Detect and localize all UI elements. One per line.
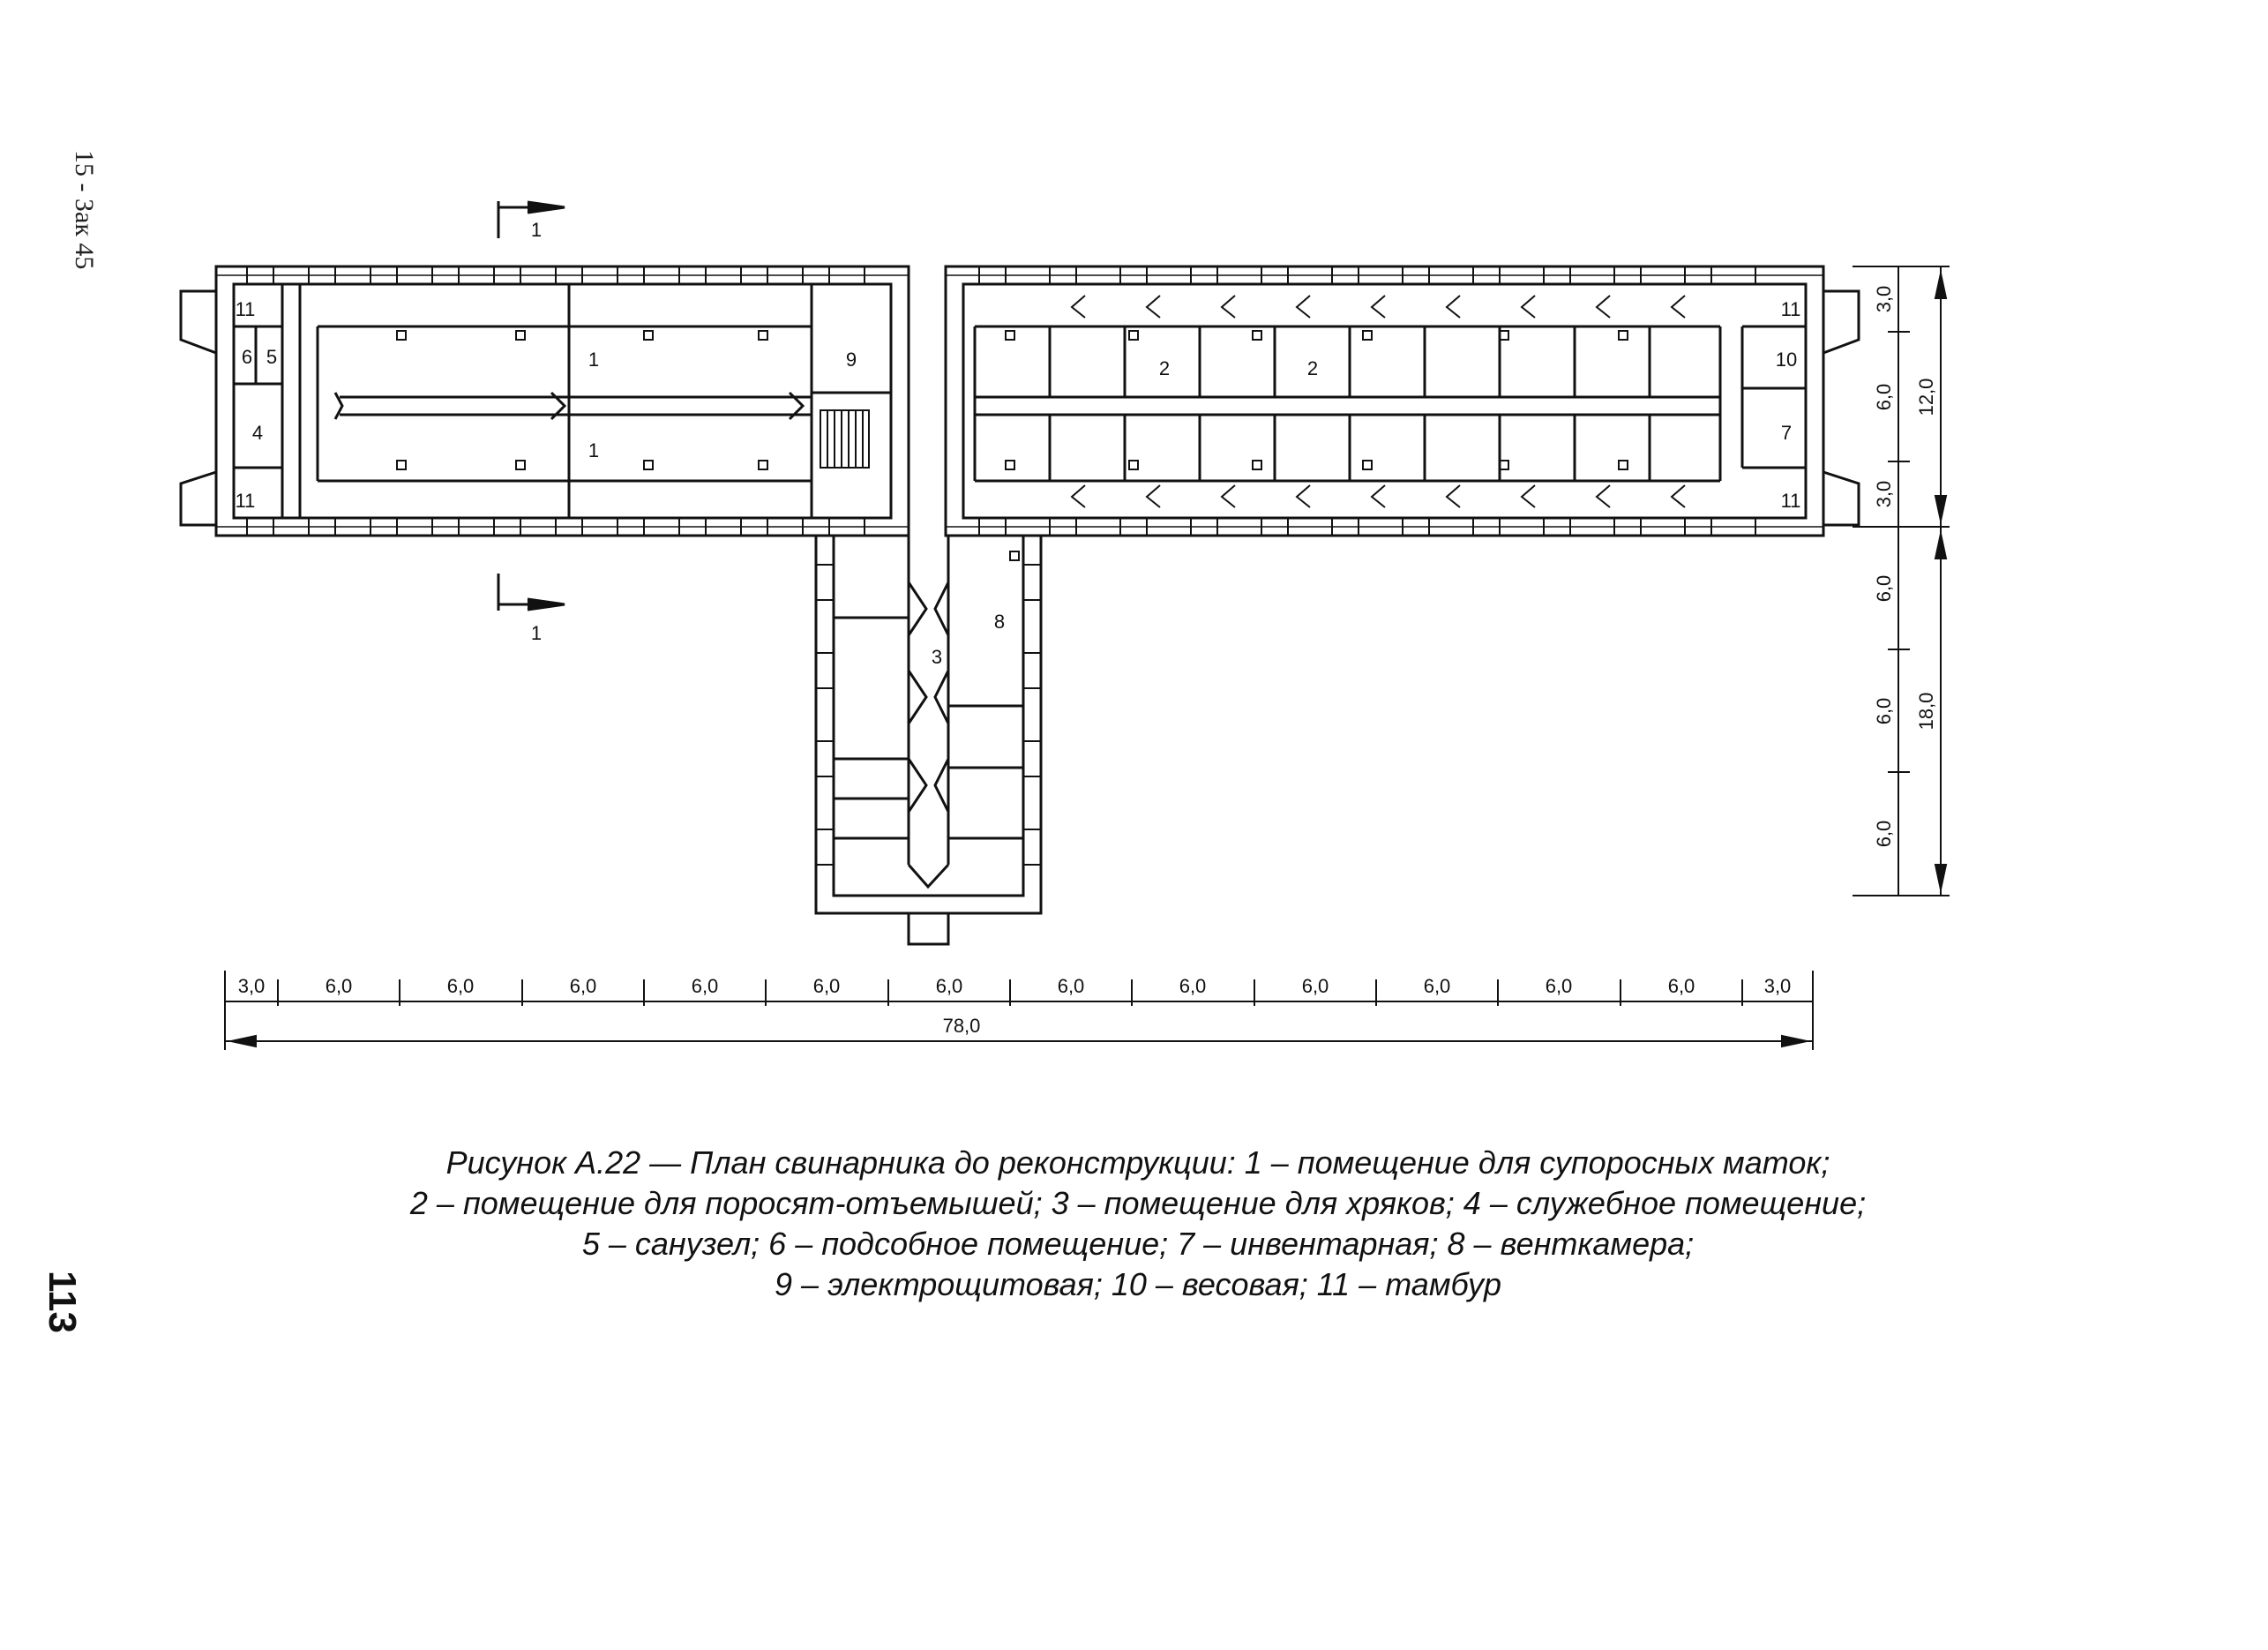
- right-wing: [944, 265, 1860, 537]
- caption-line-4: 9 – электрощитовая; 10 – весовая; 11 – т…: [775, 1266, 1501, 1302]
- section-markers: [497, 200, 565, 611]
- room-label-3: 3: [932, 646, 942, 668]
- right-dim-lower-total: 18,0: [1915, 693, 1937, 731]
- room-label-8: 8: [994, 611, 1005, 633]
- room-label-5: 5: [266, 346, 277, 368]
- room-label-2-east: 2: [1307, 357, 1318, 379]
- section-marker-bottom: 1: [531, 622, 542, 644]
- room-label-11-ne: 11: [1781, 298, 1801, 320]
- right-dimension-lines: [1853, 266, 1950, 896]
- bottom-dim-seg-10: 6,0: [1424, 975, 1451, 997]
- room-label-4: 4: [252, 422, 263, 444]
- room-label-7: 7: [1781, 422, 1792, 444]
- room-label-11-se: 11: [1781, 490, 1801, 512]
- page-number-text: 113: [41, 1271, 84, 1333]
- room-label-1-north: 1: [588, 349, 599, 371]
- bottom-dim-seg-12: 6,0: [1668, 975, 1695, 997]
- right-dim-upper-2: 3,0: [1873, 481, 1895, 508]
- bottom-dim-seg-9: 6,0: [1302, 975, 1329, 997]
- room-label-9: 9: [846, 349, 857, 371]
- right-dim-upper-total: 12,0: [1915, 379, 1937, 416]
- right-dim-upper-1: 6,0: [1873, 384, 1895, 411]
- south-wing: [814, 536, 1043, 946]
- bottom-dim-seg-7: 6,0: [1058, 975, 1085, 997]
- room-label-6: 6: [242, 346, 252, 368]
- right-dim-lower-2: 6,0: [1873, 821, 1895, 848]
- page-number: 113: [41, 1271, 146, 1333]
- bottom-dim-seg-6: 6,0: [936, 975, 963, 997]
- figure-caption: Рисунок А.22 — План свинарника до реконс…: [176, 1143, 2100, 1305]
- bottom-dim-seg-4: 6,0: [692, 975, 719, 997]
- margin-note-text: 15 - Зак 45: [70, 150, 99, 270]
- bottom-dim-seg-8: 6,0: [1179, 975, 1207, 997]
- bottom-dim-seg-2: 6,0: [447, 975, 475, 997]
- right-dim-lower-1: 6,0: [1873, 698, 1895, 725]
- bottom-dim-seg-3: 6,0: [570, 975, 597, 997]
- caption-line-3: 5 – санузел; 6 – подсобное помещение; 7 …: [581, 1226, 1695, 1262]
- bottom-dimension-line: [224, 971, 1814, 1050]
- bottom-dim-seg-13: 3,0: [1764, 975, 1792, 997]
- right-dim-lower-0: 6,0: [1873, 575, 1895, 603]
- bottom-dim-total: 78,0: [943, 1015, 981, 1037]
- floor-plan-drawing: 11 6 5 4 11 1 1 9 2 2 11 10 7 11 8 3 1 1…: [179, 200, 1950, 1050]
- bottom-dim-seg-0: 3,0: [238, 975, 266, 997]
- bottom-dim-seg-5: 6,0: [813, 975, 841, 997]
- section-marker-top: 1: [531, 219, 542, 241]
- room-label-1-south: 1: [588, 439, 599, 461]
- right-dim-upper-0: 3,0: [1873, 286, 1895, 313]
- caption-line-1: Рисунок А.22 — План свинарника до реконс…: [445, 1144, 1830, 1181]
- margin-note: 15 - Зак 45: [64, 150, 116, 326]
- room-label-10: 10: [1776, 349, 1797, 371]
- bottom-dim-seg-11: 6,0: [1546, 975, 1573, 997]
- room-label-11-nw: 11: [236, 298, 256, 320]
- room-label-2-west: 2: [1159, 357, 1170, 379]
- bottom-dim-seg-1: 6,0: [326, 975, 353, 997]
- room-label-11-sw: 11: [236, 490, 256, 512]
- caption-line-2: 2 – помещение для поросят-отъемышей; 3 –…: [409, 1185, 1867, 1221]
- left-wing: [179, 265, 910, 537]
